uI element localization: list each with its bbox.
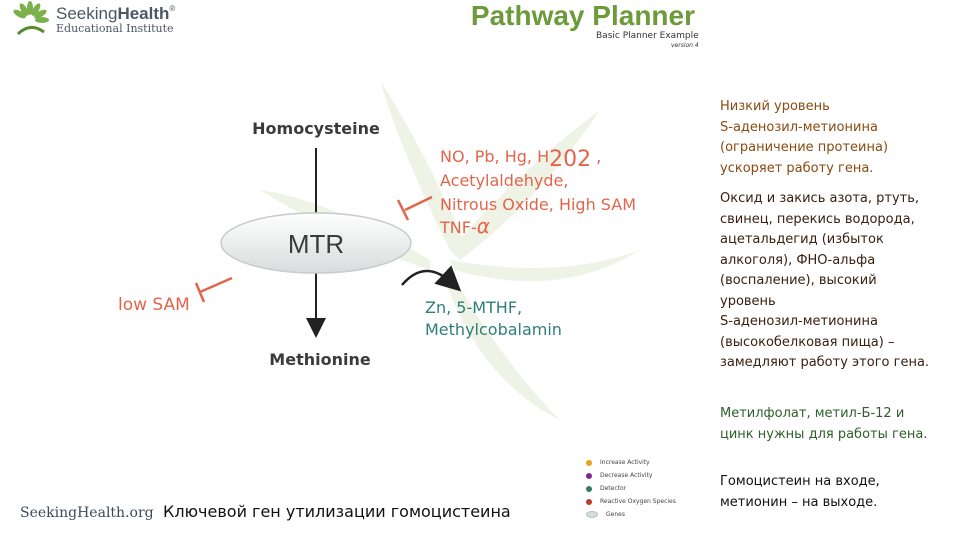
detector-dot-icon — [586, 486, 592, 492]
pathway-diagram: MTR Homocysteine Methionine low SAM NO, … — [0, 0, 720, 500]
legend-item: Decrease Activity — [586, 469, 706, 482]
cofactor-arrow-icon — [402, 271, 452, 285]
increase-dot-icon — [586, 460, 592, 466]
slide-caption: Ключевой ген утилизации гомоцистеина — [163, 502, 511, 521]
legend-item: Genes — [586, 508, 706, 521]
product-label: Methionine — [269, 350, 371, 369]
inhibitor-left-label: low SAM — [118, 295, 190, 315]
gene-ellipse-icon — [586, 511, 598, 518]
svg-text:NO, Pb, Hg, H202 ,: NO, Pb, Hg, H202 , — [440, 147, 601, 172]
side-paragraph-4: Гомоцистеин на входе,метионин – на выход… — [720, 472, 952, 513]
legend-item: Detector — [586, 482, 706, 495]
substrate-label: Homocysteine — [252, 119, 380, 138]
legend-item: Reactive Oxygen Species — [586, 495, 706, 508]
down-arrow-icon — [306, 318, 326, 338]
svg-text:Nitrous Oxide, High SAM: Nitrous Oxide, High SAM — [440, 195, 636, 214]
inhibitor-right-label: NO, Pb, Hg, H202 , Acetylaldehyde, Nitro… — [439, 147, 636, 238]
side-paragraph-2: Оксид и закись азота, ртуть,свинец, пере… — [720, 189, 952, 374]
cofactor-label: Zn, 5-MTHF, Methylcobalamin — [425, 298, 562, 339]
inhibitor-left-line — [200, 278, 232, 292]
svg-text:Acetylaldehyde,: Acetylaldehyde, — [440, 171, 568, 190]
inhibitor-left-bar-icon — [196, 283, 204, 302]
legend-item: Increase Activity — [586, 456, 706, 469]
decrease-dot-icon — [586, 473, 592, 479]
enzyme-label: MTR — [288, 229, 344, 259]
svg-text:Zn, 5-MTHF,: Zn, 5-MTHF, — [425, 298, 522, 317]
footer-site-link[interactable]: SeekingHealth.org — [20, 505, 154, 521]
svg-text:Methylcobalamin: Methylcobalamin — [425, 320, 562, 339]
ros-dot-icon — [586, 499, 592, 505]
legend: Increase Activity Decrease Activity Dete… — [586, 456, 706, 521]
svg-text:TNF-α: TNF-α — [439, 214, 490, 238]
